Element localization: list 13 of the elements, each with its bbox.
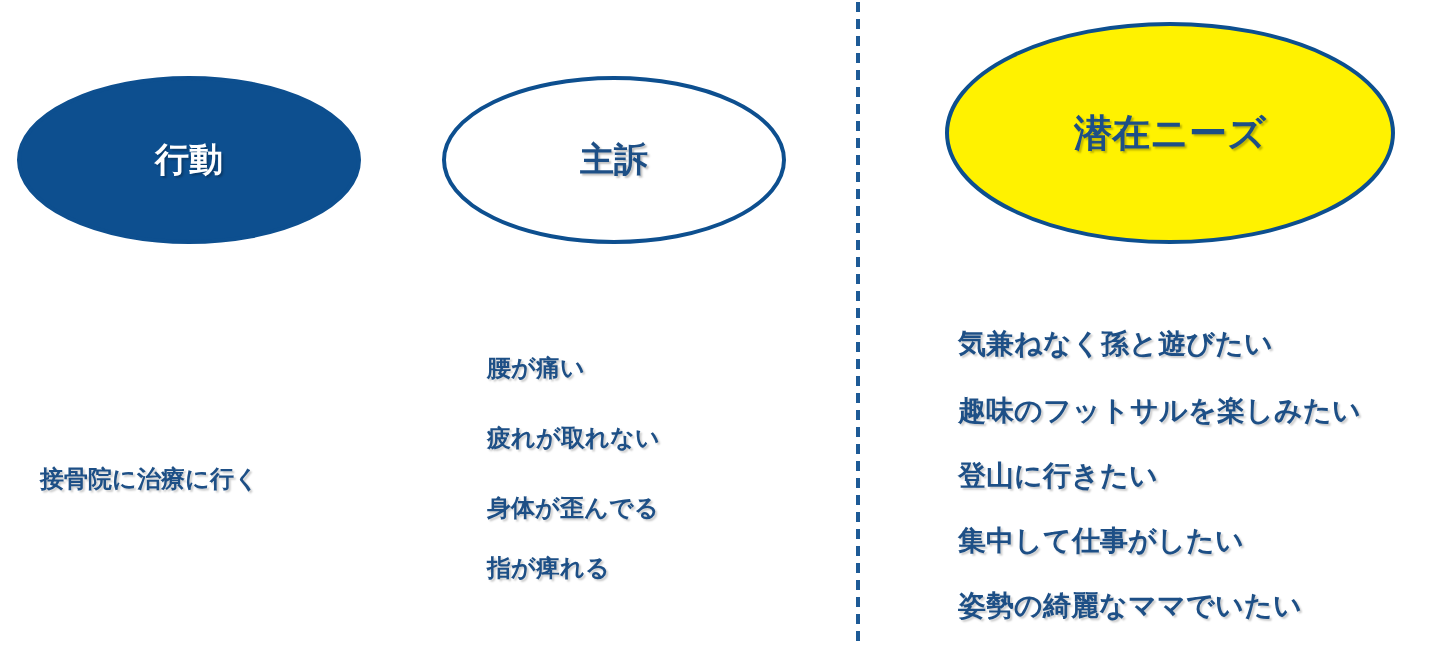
- ellipse-title: 行動: [155, 138, 223, 181]
- list-text: 接骨院に治療に行く: [40, 464, 259, 495]
- list-text: 登山に行きたい: [958, 458, 1158, 494]
- list-text: 疲れが取れない: [487, 423, 660, 454]
- list-text: 身体が歪んでる: [487, 493, 659, 524]
- ellipse-title: 主訴: [580, 138, 648, 181]
- ellipse-title: 潜在ニーズ: [1074, 109, 1266, 157]
- list-text: 気兼ねなく孫と遊びたい: [958, 326, 1273, 362]
- list-text: 集中して仕事がしたい: [958, 523, 1244, 559]
- list-text: 指が痺れる: [487, 553, 610, 584]
- list-text: 趣味のフットサルを楽しみたい: [958, 393, 1361, 429]
- list-text: 姿勢の綺麗なママでいたい: [958, 588, 1302, 624]
- list-text: 腰が痛い: [487, 353, 585, 384]
